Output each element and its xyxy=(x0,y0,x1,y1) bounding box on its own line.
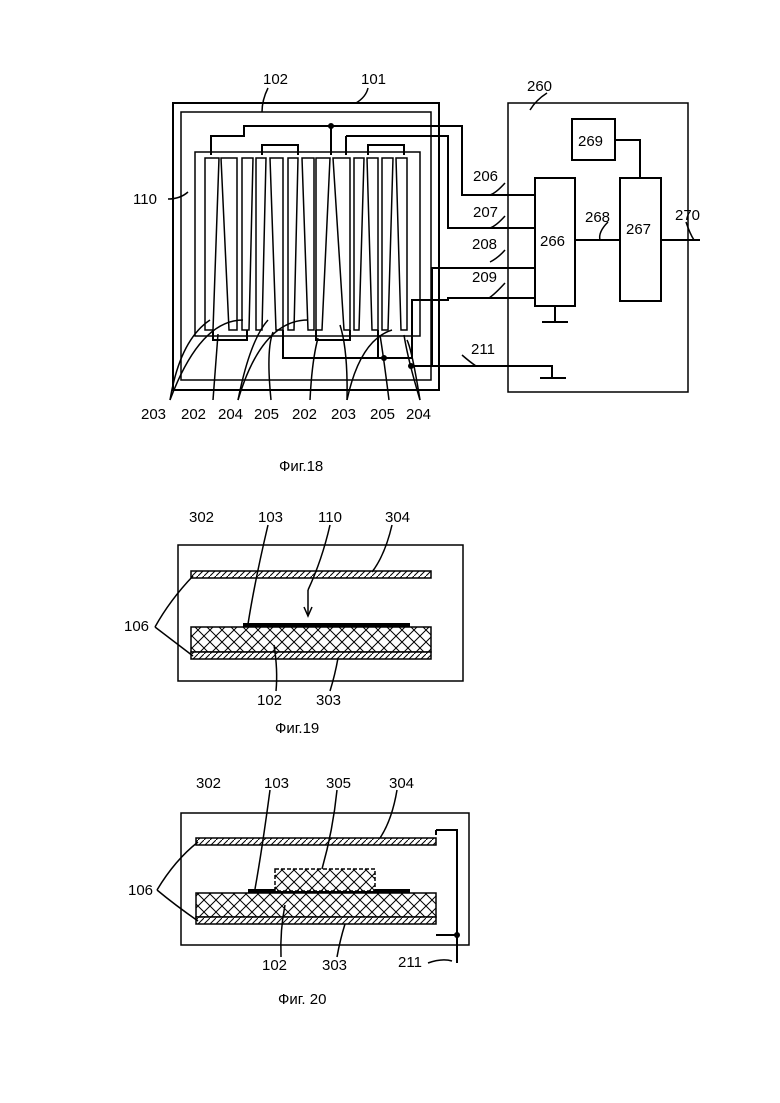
caption-fig18: Фиг.18 xyxy=(279,458,323,475)
upper-plate-304 xyxy=(196,838,436,845)
label-205b: 205 xyxy=(370,406,395,423)
block-267 xyxy=(620,178,661,301)
label-267: 267 xyxy=(626,221,651,238)
f20-label-302: 302 xyxy=(196,775,221,792)
figure-18: 102 101 260 110 206 207 208 209 266 267 … xyxy=(133,71,700,475)
f19-label-110: 110 xyxy=(318,509,342,526)
f19-label-102: 102 xyxy=(257,692,282,709)
figure-20: 302 103 305 304 106 102 303 211 Фиг. 20 xyxy=(128,775,469,1008)
housing-302 xyxy=(178,545,463,681)
f20-label-305: 305 xyxy=(326,775,351,792)
figure-19: 302 103 110 304 106 102 303 Фиг.19 xyxy=(124,509,463,737)
f20-label-211: 211 xyxy=(398,954,422,971)
f19-label-106: 106 xyxy=(124,618,149,635)
label-268: 268 xyxy=(585,209,610,226)
lower-plate-303 xyxy=(191,652,431,659)
f19-label-304: 304 xyxy=(385,509,410,526)
caption-fig20: Фиг. 20 xyxy=(278,991,326,1008)
label-269: 269 xyxy=(578,133,603,150)
f19-label-103: 103 xyxy=(258,509,283,526)
label-208: 208 xyxy=(472,236,497,253)
label-102: 102 xyxy=(263,71,288,88)
substrate-102 xyxy=(196,893,436,917)
f20-label-304: 304 xyxy=(389,775,414,792)
label-211: 211 xyxy=(471,341,495,358)
f20-label-303: 303 xyxy=(322,957,347,974)
label-203a: 203 xyxy=(141,406,166,423)
label-202b: 202 xyxy=(292,406,317,423)
label-202a: 202 xyxy=(181,406,206,423)
label-260: 260 xyxy=(527,78,552,95)
f20-label-106: 106 xyxy=(128,882,153,899)
label-209: 209 xyxy=(472,269,497,286)
label-101: 101 xyxy=(361,71,386,88)
label-203b: 203 xyxy=(331,406,356,423)
label-204a: 204 xyxy=(218,406,243,423)
caption-fig19: Фиг.19 xyxy=(275,720,319,737)
label-207: 207 xyxy=(473,204,498,221)
substrate-102 xyxy=(191,627,431,652)
sample-305 xyxy=(275,869,375,891)
label-206: 206 xyxy=(473,168,498,185)
label-266: 266 xyxy=(540,233,565,250)
lower-plate-303 xyxy=(196,917,436,924)
bottom-labels: 203 202 204 205 202 203 205 204 xyxy=(141,406,431,423)
f20-label-103: 103 xyxy=(264,775,289,792)
upper-plate-304 xyxy=(191,571,431,578)
f20-label-102: 102 xyxy=(262,957,287,974)
label-205a: 205 xyxy=(254,406,279,423)
label-110: 110 xyxy=(133,191,157,208)
electrode-fingers xyxy=(205,158,407,330)
f19-label-302: 302 xyxy=(189,509,214,526)
label-204b: 204 xyxy=(406,406,431,423)
f19-label-303: 303 xyxy=(316,692,341,709)
label-270: 270 xyxy=(675,207,700,224)
